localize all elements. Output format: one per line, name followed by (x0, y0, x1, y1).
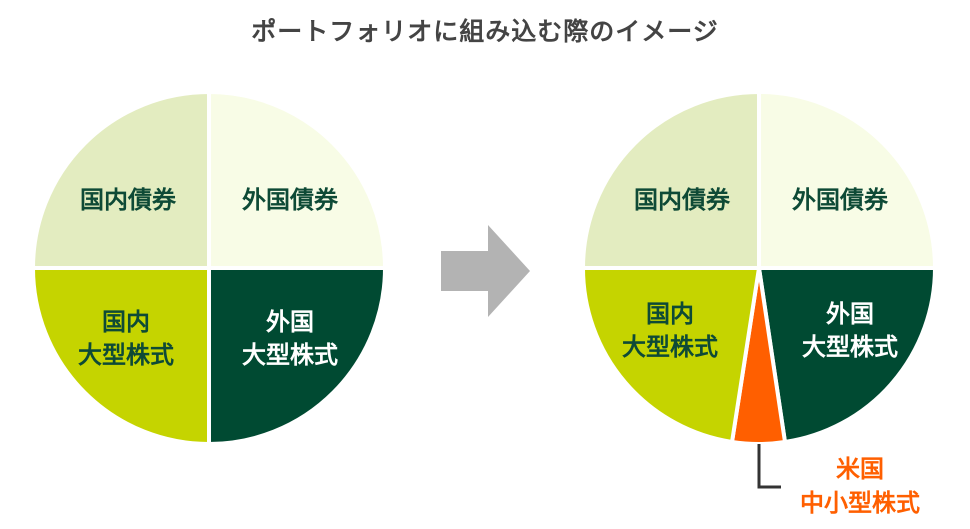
label-foreign-equity-after-line2: 大型株式 (802, 333, 898, 361)
label-domestic-equity-after-line1: 国内 (646, 300, 694, 328)
label-domestic-bond: 国内債券 (80, 186, 177, 214)
slice-foreign-equity (207, 266, 388, 447)
pie-before: 国内債券 外国債券 国内 大型株式 外国 大型株式 (30, 89, 388, 447)
label-foreign-equity-after-line1: 外国 (826, 300, 874, 328)
label-foreign-bond: 外国債券 (242, 186, 339, 214)
label-domestic-bond-after: 国内債券 (634, 186, 731, 214)
label-domestic-equity-after-line2: 大型株式 (622, 333, 718, 361)
label-us-smallmid-line1: 米国 (836, 455, 884, 483)
label-foreign-equity-line1: 外国 (266, 308, 314, 336)
slice-domestic-bond (30, 89, 211, 270)
slice-foreign-bond-after (757, 89, 938, 270)
slice-domestic-equity (30, 266, 211, 447)
label-foreign-bond-after: 外国債券 (792, 186, 889, 214)
pie-after: 国内債券 外国債券 国内 大型株式 外国 大型株式 米国 中小型株式 (580, 89, 938, 517)
slice-domestic-bond-after (580, 89, 761, 270)
diagram-title: ポートフォリオに組み込む際のイメージ (251, 17, 719, 46)
label-us-smallmid-line2: 中小型株式 (800, 489, 920, 517)
slice-domestic-equity-after (580, 266, 762, 445)
label-foreign-equity-line2: 大型株式 (242, 341, 338, 369)
slice-foreign-bond (207, 89, 388, 270)
callout-leader-line (757, 444, 781, 489)
transition-arrow-icon (441, 225, 530, 317)
label-domestic-equity-line2: 大型株式 (78, 341, 174, 369)
slice-foreign-equity-after (756, 266, 938, 445)
label-domestic-equity-line1: 国内 (102, 308, 150, 336)
